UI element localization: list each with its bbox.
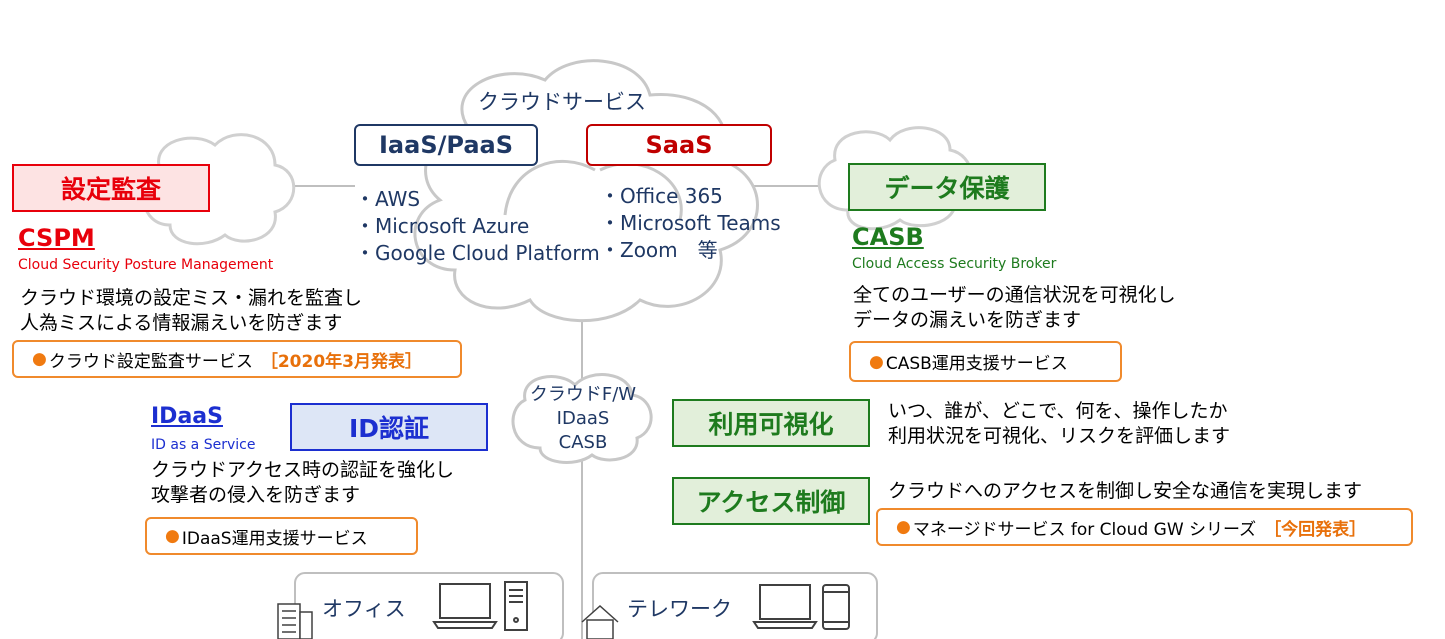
center-cloud-shape: [511, 373, 653, 464]
idaas-service-box: ● IDaaS運用支援サービス: [145, 517, 418, 555]
casb-service-name: CASB運用支援サービス: [885, 354, 1068, 374]
cspm-service-name: クラウド設定監査サービス: [48, 351, 253, 372]
cloud-casb-label: CASB: [558, 432, 608, 453]
saas-item: ・Office 365: [600, 184, 723, 208]
cspm-description: クラウド環境の設定ミス・漏れを監査し 人為ミスによる情報漏えいを防ぎます: [20, 286, 362, 336]
managed-service-name: マネージドサービス for Cloud GW シリーズ: [912, 519, 1257, 540]
idaas-description: クラウドアクセス時の認証を強化し 攻撃者の侵入を防ぎます: [151, 458, 454, 508]
visibility-description: いつ、誰が、どこで、何を、操作したか 利用状況を可視化、リスクを評価します: [888, 399, 1230, 449]
casb-fullname: Cloud Access Security Broker: [852, 256, 1057, 272]
idaas-desc-line: 攻撃者の侵入を防ぎます: [151, 484, 361, 506]
iaas-item: ・Google Cloud Platform: [355, 241, 600, 265]
building-icon: [277, 603, 313, 639]
idaas-fullname: ID as a Service: [151, 437, 256, 453]
idaas-desc-line: クラウドアクセス時の認証を強化し: [151, 459, 455, 481]
bullet-icon: ●: [32, 349, 47, 369]
cspm-service-box: ● クラウド設定監査サービス ［2020年3月発表］: [12, 340, 462, 378]
idaas-acronym: IDaaS: [151, 404, 223, 429]
center-cloud-labels: クラウドF/W IDaaS CASB: [527, 383, 639, 455]
telework-laptop-icon: [752, 584, 818, 629]
cspm-acronym: CSPM: [18, 224, 95, 252]
audit-heading: 設定監査: [12, 164, 210, 212]
cloud-fw-label: クラウドF/W: [529, 384, 637, 405]
cspm-release-badge: ［2020年3月発表］: [260, 351, 422, 372]
saas-item: ・Zoom 等: [600, 238, 718, 262]
bullet-icon: ●: [165, 526, 180, 546]
access-description: クラウドへのアクセスを制御し安全な通信を実現します: [888, 480, 1363, 502]
bullet-icon: ●: [869, 351, 884, 372]
casb-acronym: CASB: [852, 223, 924, 251]
saas-item: ・Microsoft Teams: [600, 211, 781, 235]
cloud-idaas-label: IDaaS: [556, 408, 610, 429]
managed-release-badge: ［今回発表］: [1264, 519, 1367, 540]
iaas-item: ・AWS: [355, 187, 421, 211]
office-label: オフィス: [322, 597, 406, 621]
iaas-item: ・Microsoft Azure: [355, 214, 530, 238]
saas-label: SaaS: [586, 124, 772, 166]
bullet-icon: ●: [896, 517, 911, 537]
visibility-heading: 利用可視化: [672, 399, 870, 447]
idaas-service-name: IDaaS運用支援サービス: [181, 528, 368, 549]
cspm-desc-line: 人為ミスによる情報漏えいを防ぎます: [20, 312, 343, 334]
cspm-fullname: Cloud Security Posture Management: [18, 257, 274, 273]
protect-heading: データ保護: [848, 163, 1046, 211]
left-cloud-shape: [142, 133, 296, 246]
casb-desc-line: データの漏えいを防ぎます: [853, 309, 1082, 331]
visibility-desc-line: 利用状況を可視化、リスクを評価します: [888, 425, 1231, 447]
managed-service-box: ● マネージドサービス for Cloud GW シリーズ ［今回発表］: [876, 508, 1413, 546]
cloud-service-title: クラウドサービス: [478, 90, 646, 114]
casb-service-box: ● CASB運用支援サービス: [849, 341, 1122, 382]
casb-description: 全てのユーザーの通信状況を可視化し データの漏えいを防ぎます: [853, 283, 1176, 333]
smartphone-icon: [822, 584, 850, 630]
telework-label: テレワーク: [627, 597, 732, 621]
visibility-desc-line: いつ、誰が、どこで、何を、操作したか: [888, 400, 1228, 422]
office-pc-tower-icon: [504, 581, 528, 631]
office-laptop-icon: [432, 583, 498, 629]
iaas-paas-label: IaaS/PaaS: [354, 124, 538, 166]
id-auth-heading: ID認証: [290, 403, 488, 451]
main-cloud-inner: [503, 160, 596, 216]
house-icon: [581, 604, 619, 639]
iaas-list: ・AWS ・Microsoft Azure ・Google Cloud Plat…: [355, 186, 600, 267]
saas-list: ・Office 365 ・Microsoft Teams ・Zoom 等: [600, 183, 781, 264]
cspm-desc-line: クラウド環境の設定ミス・漏れを監査し: [20, 287, 363, 309]
access-control-heading: アクセス制御: [672, 477, 870, 525]
casb-desc-line: 全てのユーザーの通信状況を可視化し: [853, 284, 1176, 306]
